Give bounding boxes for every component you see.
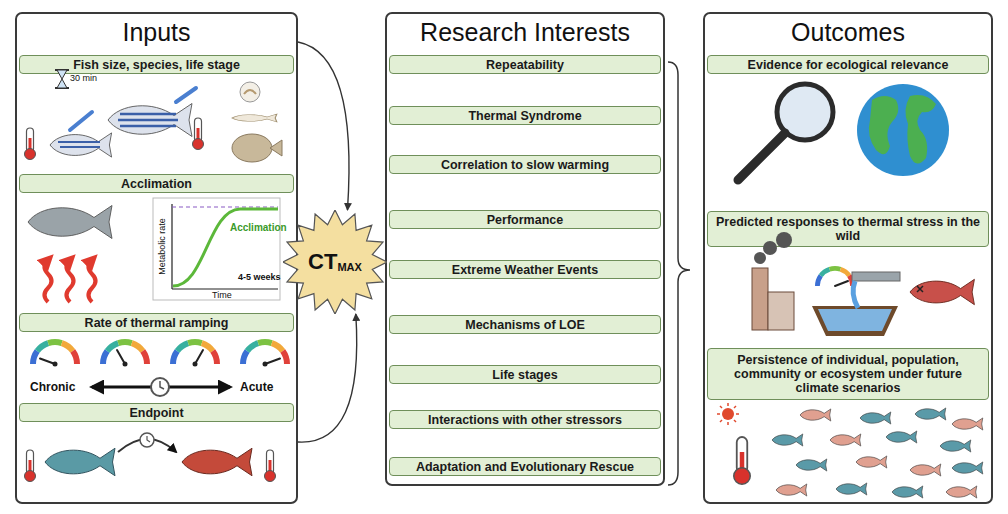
panel-title: Outcomes <box>705 17 991 47</box>
research-interest-bar: Life stages <box>389 365 661 384</box>
annotation-label: Acute <box>240 380 273 394</box>
panel-title: Inputs <box>17 17 296 47</box>
box-label: Extreme Weather Events <box>452 263 598 277</box>
box-label: Evidence for ecological relevance <box>748 58 949 72</box>
research-interest-bar: Adaptation and Evolutionary Rescue <box>389 457 661 476</box>
curved-arrow <box>298 314 357 442</box>
box-label: Rate of thermal ramping <box>85 316 229 330</box>
box-label: Acclimation <box>121 177 192 191</box>
annotation-label: 30 min <box>70 73 97 84</box>
box-label: Adaptation and Evolutionary Rescue <box>416 460 634 474</box>
outcome-bar: Evidence for ecological relevance <box>707 55 989 74</box>
box-label: Predicted responses to thermal stress in… <box>712 215 984 243</box>
research-interest-bar: Thermal Syndrome <box>389 106 661 125</box>
box-label: Repeatability <box>486 58 564 72</box>
annotation-label: Time <box>212 290 232 301</box>
annotation-label: Acclimation <box>230 222 287 234</box>
research-interest-bar: Correlation to slow warming <box>389 155 661 174</box>
outcomes-panel: OutcomesEvidence for ecological relevanc… <box>703 12 993 504</box>
outcome-bar: Persistence of individual, population, c… <box>707 348 989 400</box>
box-label: Life stages <box>492 368 557 382</box>
bracket <box>668 62 690 485</box>
research-interest-bar: Extreme Weather Events <box>389 260 661 279</box>
starburst-label: CTMAX <box>283 210 387 314</box>
research-interest-bar: Repeatability <box>389 55 661 74</box>
input-category-bar: Acclimation <box>19 174 294 193</box>
input-category-bar: Endpoint <box>19 403 294 422</box>
outcome-bar: Predicted responses to thermal stress in… <box>707 211 989 247</box>
ctmax-starburst: CTMAX <box>283 210 387 314</box>
box-label: Performance <box>487 213 563 227</box>
box-label: Fish size, species, life stage <box>73 58 240 72</box>
research-interest-bar: Interactions with other stressors <box>389 410 661 429</box>
research-interest-bar: Performance <box>389 210 661 229</box>
box-label: Thermal Syndrome <box>468 109 581 123</box>
box-label: Endpoint <box>129 406 183 420</box>
research-panel: Research InterestsRepeatabilityThermal S… <box>385 12 665 486</box>
annotation-label: Chronic <box>30 380 75 394</box>
metric-subscript: MAX <box>337 261 361 273</box>
box-label: Persistence of individual, population, c… <box>712 353 984 395</box>
curved-arrow <box>298 42 349 210</box>
box-label: Interactions with other stressors <box>428 413 622 427</box>
starburst-shape <box>283 210 387 314</box>
input-category-bar: Rate of thermal ramping <box>19 313 294 332</box>
panel-title: Research Interests <box>387 17 663 47</box>
annotation-label: Metabolic rate <box>157 207 168 287</box>
metric-name: CT <box>308 249 337 275</box>
box-label: Mechanisms of LOE <box>465 318 584 332</box>
annotation-label: 4-5 weeks <box>238 272 281 283</box>
box-label: Correlation to slow warming <box>441 158 609 172</box>
input-category-bar: Fish size, species, life stage <box>19 55 294 74</box>
research-interest-bar: Mechanisms of LOE <box>389 315 661 334</box>
